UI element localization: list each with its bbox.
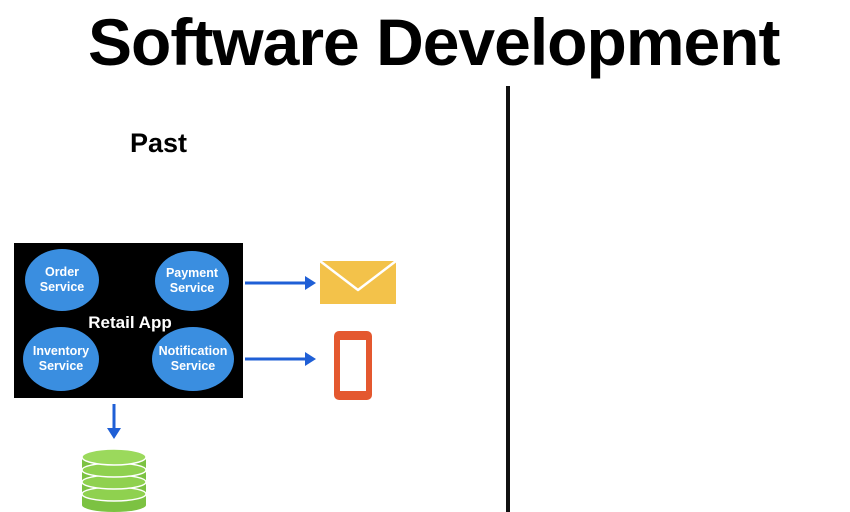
- page-title: Software Development: [88, 5, 781, 79]
- order-service-node: Order Service: [25, 249, 99, 311]
- mobile-phone-icon: [334, 331, 372, 400]
- arrow-to-phone: [245, 352, 316, 366]
- payment-service-label: Payment Service: [165, 266, 219, 295]
- retail-app-label: Retail App: [88, 313, 172, 332]
- inventory-service-node: Inventory Service: [23, 327, 99, 391]
- section-label-past: Past: [130, 128, 188, 158]
- arrow-to-email: [245, 276, 316, 290]
- retail-app-box: Order Service Payment Service Retail App…: [14, 243, 243, 398]
- notification-service-label: Notification Service: [158, 344, 228, 373]
- payment-service-node: Payment Service: [155, 251, 229, 311]
- inventory-service-label: Inventory Service: [32, 344, 90, 373]
- envelope-icon: [319, 260, 397, 304]
- notification-service-node: Notification Service: [152, 327, 234, 391]
- vertical-divider: [506, 86, 510, 512]
- arrow-to-database: [107, 404, 121, 439]
- order-service-label: Order Service: [39, 265, 85, 294]
- database-icon: [81, 448, 147, 512]
